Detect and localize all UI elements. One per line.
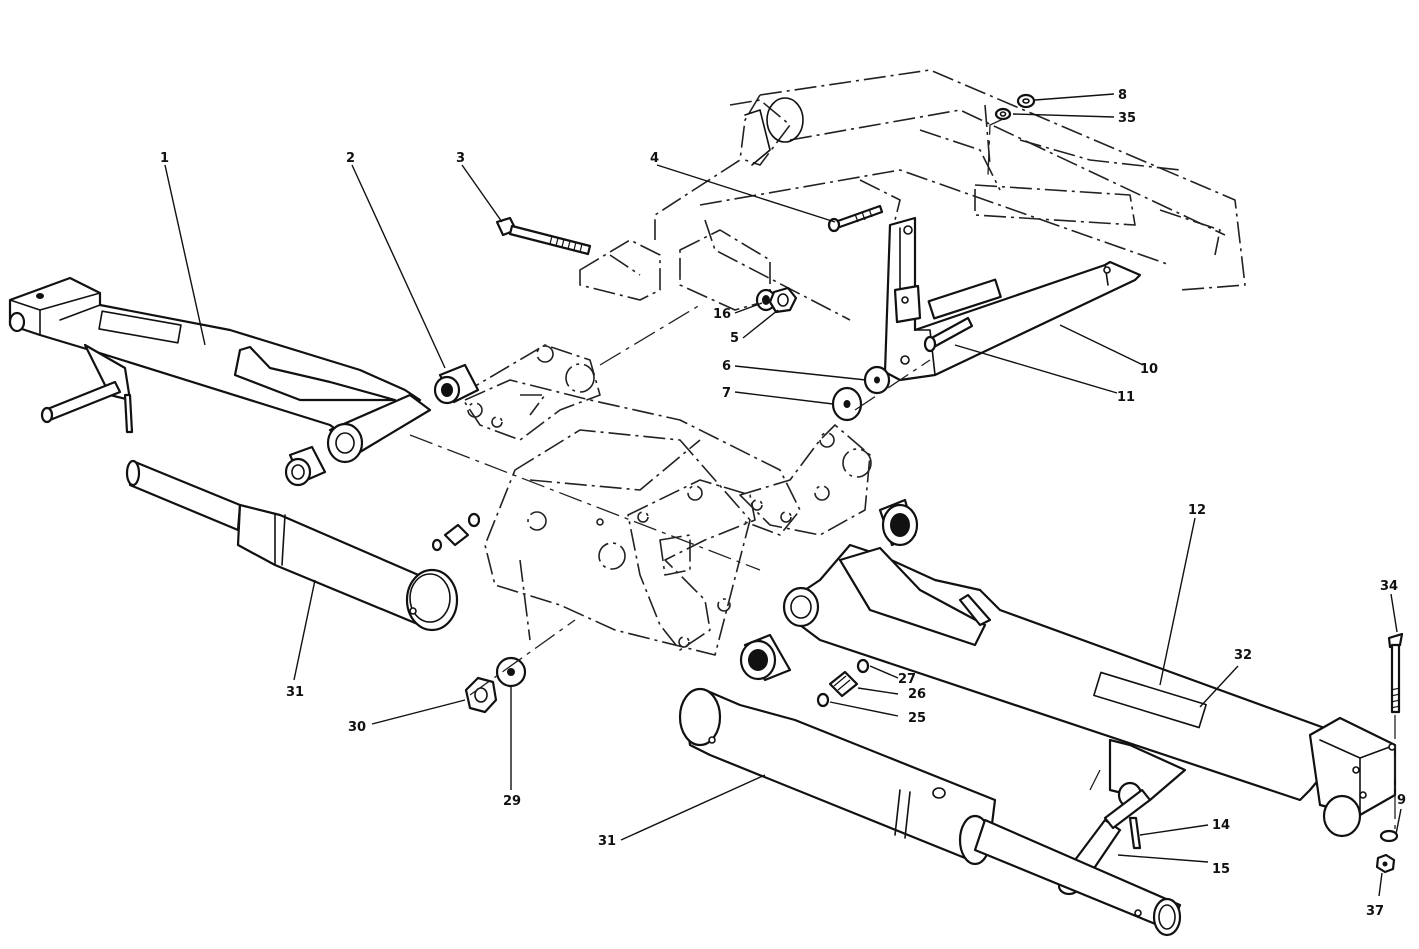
tractor-frame-phantom bbox=[654, 69, 1246, 321]
nut-8 bbox=[1016, 93, 1036, 109]
callout-6: 6 bbox=[722, 359, 731, 374]
callout-34: 34 bbox=[1380, 579, 1398, 594]
fitting-26 bbox=[828, 670, 859, 698]
center-plate-phantom bbox=[459, 344, 872, 656]
callout-25: 25 bbox=[908, 711, 926, 726]
o-ring-25 bbox=[816, 692, 830, 708]
bolt-4 bbox=[827, 204, 884, 233]
nut-30 bbox=[464, 676, 498, 714]
bolt-34 bbox=[1387, 632, 1404, 714]
grease-fitting-upper bbox=[431, 512, 481, 552]
callout-12: 12 bbox=[1188, 503, 1206, 518]
callout-27: 27 bbox=[898, 672, 916, 687]
cotter-pin-14 bbox=[1128, 816, 1142, 850]
washer-9 bbox=[1379, 829, 1399, 843]
callout-1: 1 bbox=[160, 151, 169, 166]
bolt-3 bbox=[495, 216, 592, 256]
bolt-11 bbox=[923, 316, 974, 353]
pin-left bbox=[40, 380, 134, 434]
callout-10: 10 bbox=[1140, 362, 1158, 377]
washer-35 bbox=[994, 107, 1012, 121]
callout-31-lower: 31 bbox=[598, 834, 616, 849]
callout-35: 35 bbox=[1118, 111, 1136, 126]
bushing-right-upper bbox=[878, 498, 919, 547]
callout-8: 8 bbox=[1118, 88, 1127, 103]
callout-7: 7 bbox=[722, 386, 731, 401]
callout-3: 3 bbox=[456, 151, 465, 166]
leader-lines bbox=[164, 93, 1402, 897]
o-ring-27 bbox=[856, 658, 870, 674]
support-bracket-10 bbox=[883, 216, 1142, 382]
callout-5: 5 bbox=[730, 331, 739, 346]
nut-37 bbox=[1375, 853, 1396, 874]
lift-arm-left-1 bbox=[8, 276, 432, 464]
callout-31-upper: 31 bbox=[286, 685, 304, 700]
callout-14: 14 bbox=[1212, 818, 1230, 833]
callout-2: 2 bbox=[346, 151, 355, 166]
frame-bracket-phantom bbox=[579, 229, 771, 311]
bushing-right-lower bbox=[739, 633, 792, 682]
callout-30: 30 bbox=[348, 720, 366, 735]
lift-arm-right-12 bbox=[782, 543, 1397, 838]
callout-16: 16 bbox=[713, 307, 731, 322]
callout-4: 4 bbox=[650, 151, 659, 166]
callout-9: 9 bbox=[1397, 793, 1406, 808]
callout-labels: 1 2 3 4 5 6 7 8 9 10 11 12 14 15 16 25 2… bbox=[160, 88, 1406, 919]
washer-6 bbox=[863, 365, 891, 395]
bushing-left-lower bbox=[284, 445, 327, 487]
callout-32: 32 bbox=[1234, 648, 1252, 663]
callout-29: 29 bbox=[503, 794, 521, 809]
callout-11: 11 bbox=[1117, 390, 1135, 405]
callout-15: 15 bbox=[1212, 862, 1230, 877]
nut-5 bbox=[768, 286, 798, 314]
lift-cylinder-lower-31 bbox=[678, 687, 1182, 937]
washer-7 bbox=[831, 386, 863, 422]
callout-26: 26 bbox=[908, 687, 926, 702]
washer-29 bbox=[495, 656, 527, 688]
bushing-2 bbox=[433, 363, 480, 405]
lift-cylinder-upper-31 bbox=[125, 459, 459, 632]
callout-37: 37 bbox=[1366, 904, 1384, 919]
